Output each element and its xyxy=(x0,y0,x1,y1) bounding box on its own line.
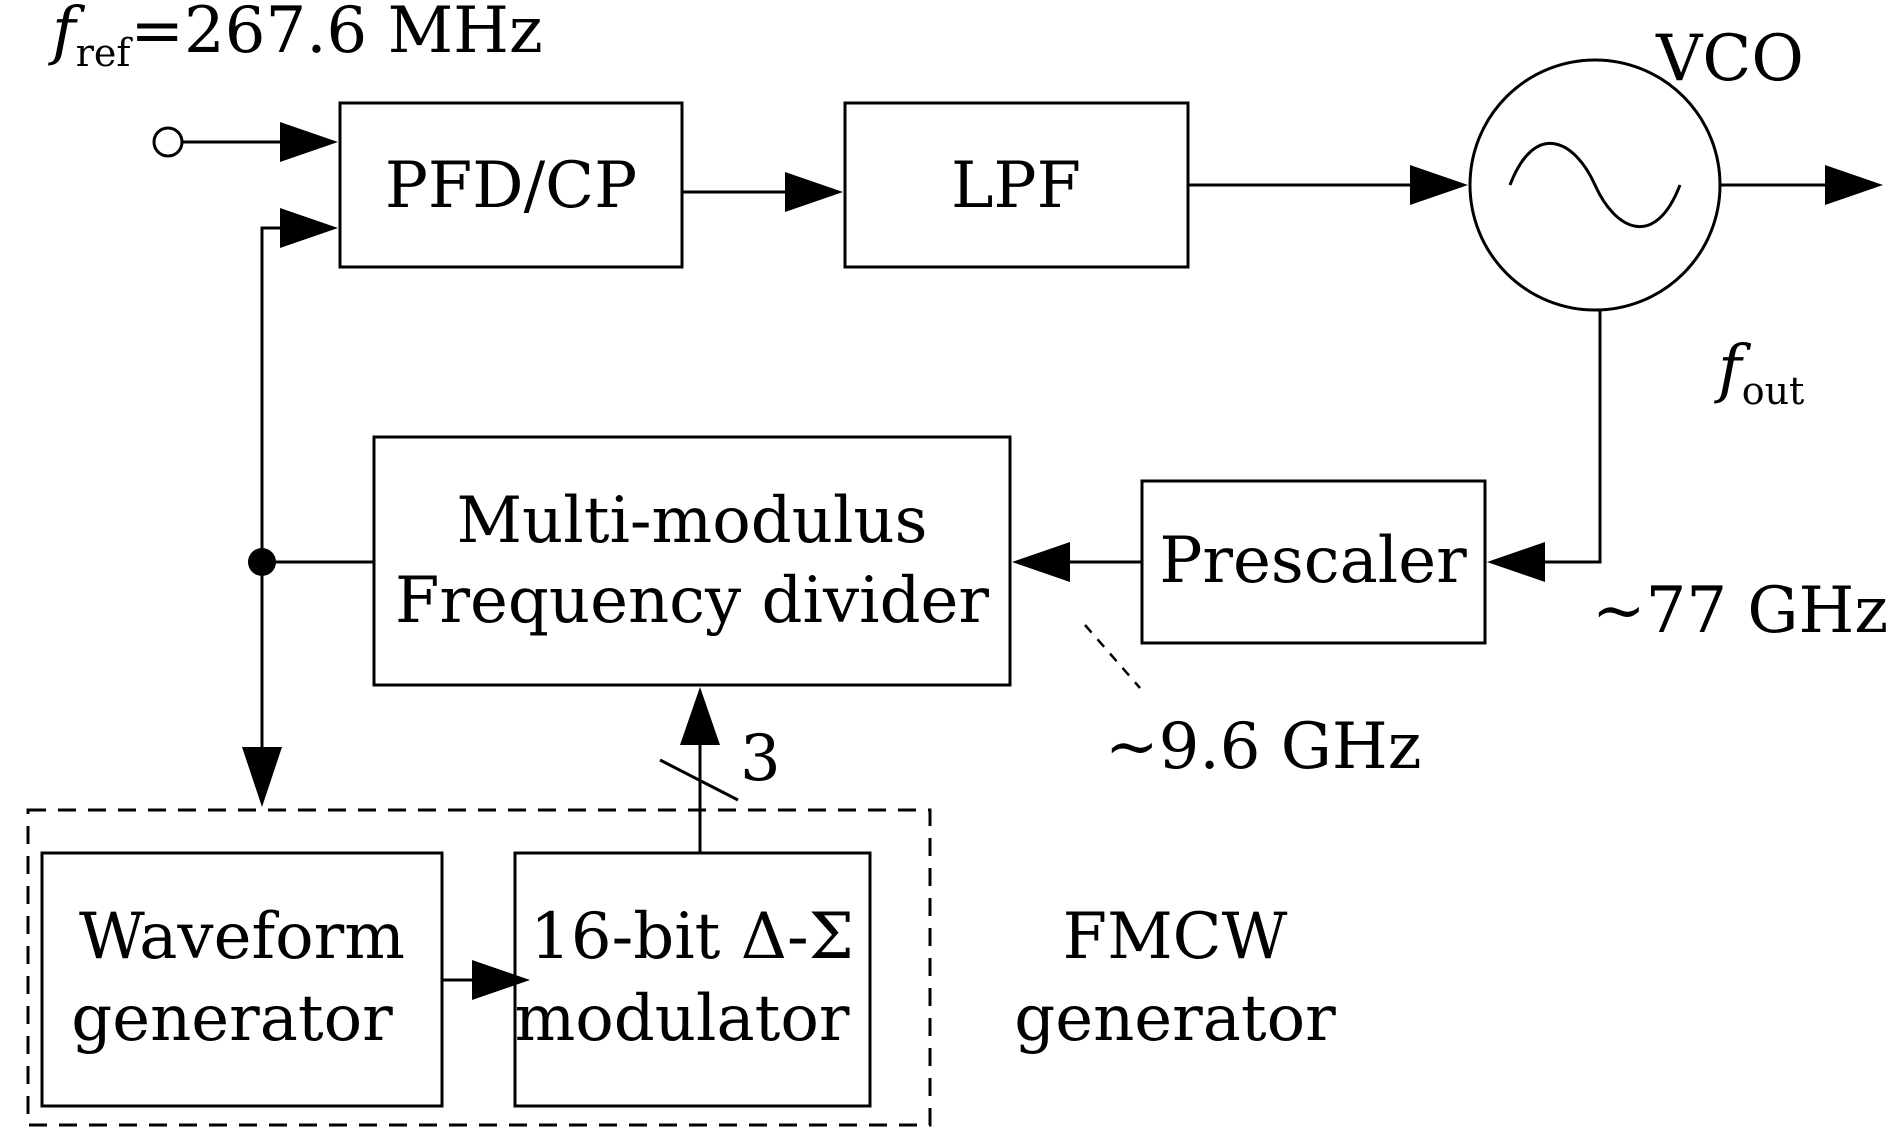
delta-sigma-modulator-block xyxy=(513,851,872,1108)
waveform-generator-block xyxy=(40,851,444,1108)
waveform-label-line1: Waveform xyxy=(79,900,405,974)
arrow-head-icon xyxy=(785,172,843,212)
sine-wave-icon xyxy=(1508,141,1682,229)
bus-slash-icon xyxy=(659,758,739,802)
lpf-label: LPF xyxy=(951,149,1081,223)
divider-label-line2: Frequency divider xyxy=(395,564,989,638)
divider-block xyxy=(372,435,1012,687)
bus-width-label: 3 xyxy=(740,722,781,796)
freq-77-label: ~77 GHz xyxy=(1592,574,1888,648)
fref-value: =267.6 MHz xyxy=(130,0,542,68)
pfd-cp-label: PFD/CP xyxy=(385,149,637,223)
arrow-head-icon xyxy=(1487,542,1545,582)
arrow-head-icon xyxy=(680,687,720,745)
divider-label-line1: Multi-modulus xyxy=(457,484,928,558)
waveform-label-line2: generator xyxy=(71,982,393,1056)
arrow-head-icon xyxy=(242,747,282,807)
input-terminal-icon xyxy=(152,126,184,158)
arrow-head-icon xyxy=(1410,165,1468,205)
arrow-head-icon xyxy=(280,208,338,248)
prescaler-label: Prescaler xyxy=(1159,524,1467,598)
fref-label: fref=267.6 MHz xyxy=(48,0,543,75)
output-arrow-icon xyxy=(1825,165,1883,205)
arrow-head-icon xyxy=(472,960,530,1000)
fmcw-label-line1: FMCW xyxy=(1063,900,1288,974)
fref-subscript: ref xyxy=(76,31,134,75)
arrow-head-icon xyxy=(280,122,338,162)
modulator-label-line1: 16-bit Δ-Σ xyxy=(530,900,854,974)
arrow-head-icon xyxy=(1012,542,1070,582)
modulator-label-line2: modulator xyxy=(515,982,850,1056)
vco-label: VCO xyxy=(1655,22,1804,96)
fout-subscript: out xyxy=(1742,369,1805,413)
fmcw-generator-enclosure xyxy=(26,808,932,1127)
freq-9-6-label: ~9.6 GHz xyxy=(1105,710,1421,784)
pfd-cp-block xyxy=(338,101,684,269)
fout-label: fout xyxy=(1714,332,1804,413)
fmcw-label-line2: generator xyxy=(1014,982,1336,1056)
reference-input xyxy=(152,122,338,162)
